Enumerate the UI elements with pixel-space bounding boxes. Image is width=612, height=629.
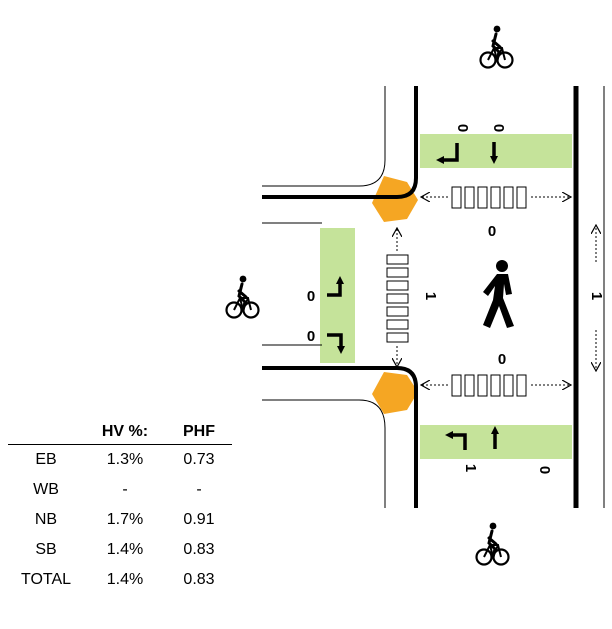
table-header-hv: HV %: [84,420,166,445]
approach-cell: EB [35,451,57,468]
west-crosswalk [386,229,409,366]
eb-right-turn-arrow [327,333,345,354]
sb-left-turn-count: 0 [454,124,471,132]
table-row: EB 1.3% 0.73 [8,445,232,476]
north-crosswalk [422,186,570,209]
ped-south-count: 0 [498,351,506,368]
eb-left-turn-arrow [327,276,344,297]
approach-cell: SB [35,541,57,558]
northwest-curb [262,86,418,199]
sb-left-turn-arrow [436,143,459,164]
nb-left-turn-arrow [445,431,467,450]
table-header-row: HV %: PHF [8,420,232,445]
table-header-approach [8,420,84,445]
approach-cell: WB [33,481,59,498]
phf-cell: 0.91 [183,511,215,528]
hv-cell: 1.7% [106,511,144,528]
southbound-turn-lane [420,134,572,168]
bicycle-icon-west [225,274,260,319]
phf-cell: - [196,481,202,498]
nb-through-count: 0 [536,466,553,474]
hv-cell: 1.3% [106,451,144,468]
table-row: WB - - [8,475,232,505]
southwest-curb [262,366,418,508]
table-row: SB 1.4% 0.83 [8,535,232,565]
eb-left-turn-count: 0 [307,288,315,305]
hv-cell: 1.4% [106,571,144,588]
approach-cell: TOTAL [20,571,72,588]
hv-cell: 1.4% [106,541,144,558]
northwest-sidewalk [262,86,386,187]
table-header-phf: PHF [166,420,232,445]
eb-right-turn-count: 0 [307,328,315,345]
southwest-sidewalk [262,399,386,508]
south-crosswalk [422,374,570,397]
southwest-corner-island [372,372,418,414]
bicycle-icon-south [475,521,510,566]
pedestrian-icon [483,260,514,328]
phf-cell: 0.83 [183,571,215,588]
bicycle-icon-north [479,24,514,70]
ped-west-count: 1 [422,292,439,300]
phf-cell: 0.73 [183,451,215,468]
ped-east-count: 1 [588,292,605,300]
approach-cell: NB [34,511,58,528]
table-row: NB 1.7% 0.91 [8,505,232,535]
heavy-vehicle-table: HV %: PHF EB 1.3% 0.73 WB - - NB 1.7% 0.… [8,420,232,595]
table-row: TOTAL 1.4% 0.83 [8,565,232,595]
hv-cell: - [122,481,128,498]
sb-through-count: 0 [490,124,507,132]
nb-left-turn-count: 1 [462,464,479,472]
phf-cell: 0.83 [183,541,215,558]
ped-north-count: 0 [488,223,496,240]
